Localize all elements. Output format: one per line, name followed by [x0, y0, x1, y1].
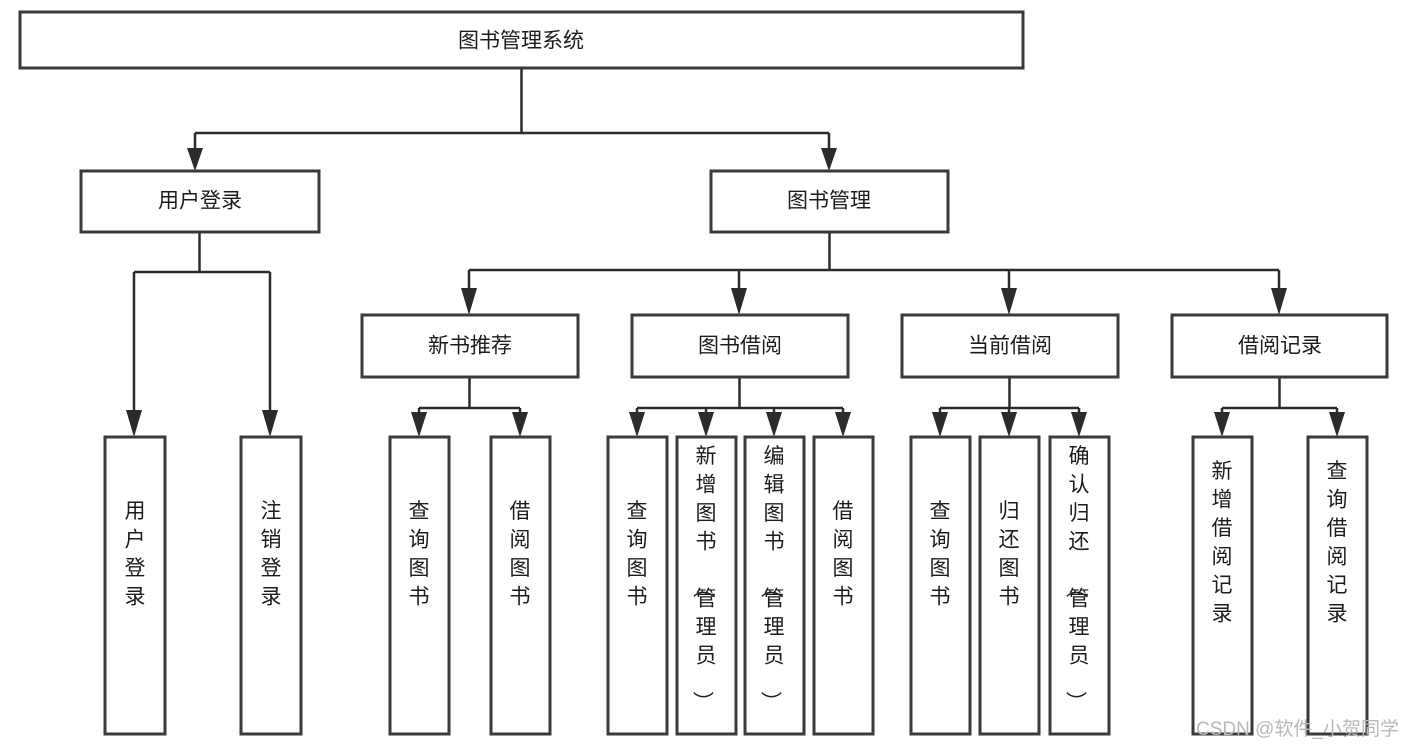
node-leaf-confirm-return[interactable]: 确认归还（管理员） [1048, 435, 1111, 736]
arrowhead-borrow-book-2 [835, 412, 851, 437]
arrowhead-current-borrow [1001, 288, 1017, 315]
book-borrow-box[interactable] [630, 313, 850, 379]
leaf-edit-book-box[interactable] [743, 435, 806, 736]
book-management-label: 图书管理 [787, 190, 871, 213]
current-borrow-label: 当前借阅 [968, 335, 1052, 358]
new-book-recommend-label: 新书推荐 [428, 335, 512, 358]
leaf-add-book-label: 新增图书（管理员） [691, 445, 717, 712]
leaf-query-book-3-label: 查询图书 [930, 500, 951, 609]
node-leaf-query-book-1[interactable]: 查询图书 [388, 435, 451, 736]
connector-layer [126, 68, 1345, 437]
node-book-management[interactable]: 图书管理 [709, 169, 950, 234]
arrowhead-query-record [1329, 412, 1345, 437]
arrowhead-confirm-return [1071, 412, 1087, 437]
book-management-box[interactable] [709, 169, 950, 234]
node-leaf-borrow-book-1[interactable]: 借阅图书 [489, 435, 552, 736]
arrowhead-add-record [1214, 412, 1230, 437]
borrow-record-box[interactable] [1170, 313, 1389, 379]
leaf-borrow-book-2-label: 借阅图书 [833, 500, 854, 609]
user-login-box[interactable] [79, 169, 321, 234]
arrowhead-leaf-user-login [126, 410, 142, 437]
leaf-return-book-label: 归还图书 [999, 500, 1020, 609]
leaf-logout-box[interactable] [239, 435, 303, 736]
node-user-login[interactable]: 用户登录 [79, 169, 321, 234]
node-leaf-edit-book[interactable]: 编辑图书（管理员） [743, 435, 806, 736]
arrowhead-borrow-book-1 [512, 412, 528, 437]
arrowhead-return-book [1001, 412, 1017, 437]
borrow-record-label: 借阅记录 [1238, 335, 1322, 358]
leaf-add-book-box[interactable] [675, 435, 738, 736]
node-leaf-add-record[interactable]: 新增借阅记录 [1191, 435, 1254, 736]
leaf-return-book-box[interactable] [978, 435, 1041, 736]
node-leaf-add-book[interactable]: 新增图书（管理员） [675, 435, 738, 736]
leaf-confirm-return-label: 确认归还（管理员） [1064, 445, 1090, 712]
leaf-query-book-1-label: 查询图书 [409, 500, 430, 609]
node-leaf-query-book-3[interactable]: 查询图书 [909, 435, 972, 736]
leaf-logout-label: 注销登录 [261, 500, 282, 609]
arrowhead-book-borrow [731, 288, 747, 315]
leaf-borrow-book-1-label: 借阅图书 [510, 500, 531, 609]
leaf-query-record-label: 查询借阅记录 [1327, 460, 1348, 626]
arrowhead-query-book-1 [411, 412, 427, 437]
leaf-query-book-3-box[interactable] [909, 435, 972, 736]
arrowhead-leaf-logout [262, 410, 278, 437]
arrowhead-user-login [187, 148, 203, 171]
new-book-recommend-box[interactable] [360, 313, 580, 379]
arrowhead-new-book-recommend [461, 288, 477, 315]
node-leaf-borrow-book-2[interactable]: 借阅图书 [812, 435, 875, 736]
leaf-borrow-book-2-box[interactable] [812, 435, 875, 736]
leaf-query-book-2-box[interactable] [606, 435, 669, 736]
arrowhead-add-book [698, 412, 714, 437]
arrowhead-query-book-2 [629, 412, 645, 437]
arrowhead-book-management [821, 148, 837, 171]
leaf-add-record-box[interactable] [1191, 435, 1254, 736]
leaf-query-book-1-box[interactable] [388, 435, 451, 736]
node-new-book-recommend[interactable]: 新书推荐 [360, 313, 580, 379]
leaf-user-login-box[interactable] [103, 435, 167, 736]
leaf-edit-book-label: 编辑图书（管理员） [759, 445, 785, 712]
leaf-user-login-label: 用户登录 [125, 500, 146, 609]
node-leaf-query-book-2[interactable]: 查询图书 [606, 435, 669, 736]
leaf-borrow-book-1-box[interactable] [489, 435, 552, 736]
node-root[interactable]: 图书管理系统 [18, 10, 1025, 70]
node-book-borrow[interactable]: 图书借阅 [630, 313, 850, 379]
node-leaf-user-login[interactable]: 用户登录 [103, 435, 167, 736]
root-label: 图书管理系统 [458, 30, 584, 53]
leaf-confirm-return-box[interactable] [1048, 435, 1111, 736]
leaf-add-record-label: 新增借阅记录 [1212, 460, 1233, 626]
node-leaf-return-book[interactable]: 归还图书 [978, 435, 1041, 736]
node-borrow-record[interactable]: 借阅记录 [1170, 313, 1389, 379]
leaf-query-record-box[interactable] [1306, 435, 1369, 736]
csdn-watermark: CSDN @软件_小贺同学 [1196, 718, 1399, 740]
user-login-label: 用户登录 [158, 190, 242, 213]
arrowhead-borrow-record [1271, 288, 1287, 315]
node-current-borrow[interactable]: 当前借阅 [900, 313, 1120, 379]
book-borrow-label: 图书借阅 [698, 335, 782, 358]
leaf-query-book-2-label: 查询图书 [627, 500, 648, 609]
node-leaf-query-record[interactable]: 查询借阅记录 [1306, 435, 1369, 736]
node-leaf-logout[interactable]: 注销登录 [239, 435, 303, 736]
arrowhead-query-book-3 [932, 412, 948, 437]
current-borrow-box[interactable] [900, 313, 1120, 379]
root-box[interactable] [18, 10, 1025, 70]
arrowhead-edit-book [766, 412, 782, 437]
